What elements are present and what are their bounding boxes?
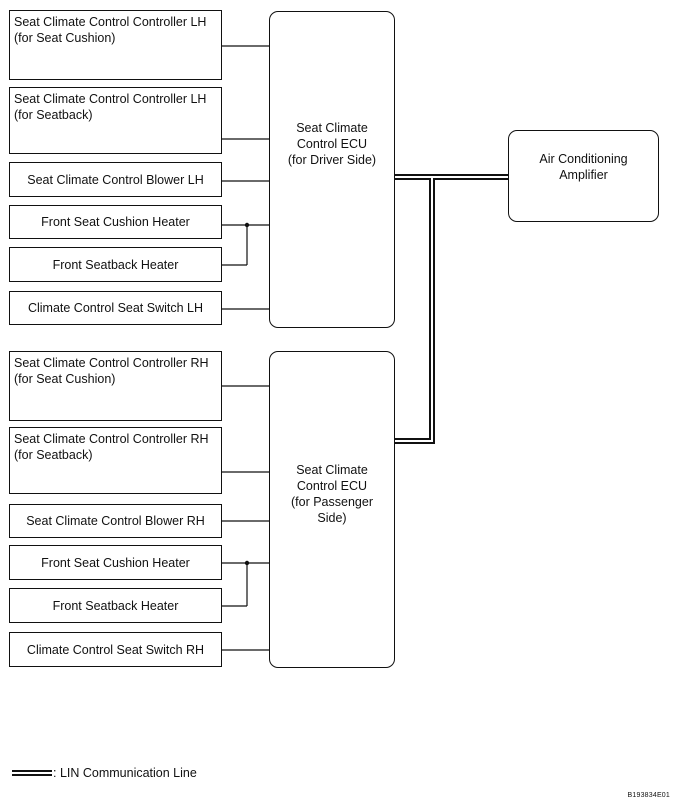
blower-rh-label: Seat Climate Control Blower RH (26, 514, 205, 528)
seat-controller-lh-cushion: Seat Climate Control Controller LH (for … (9, 10, 222, 80)
blower-lh-label: Seat Climate Control Blower LH (27, 172, 204, 187)
lin-bus (395, 174, 509, 444)
seat-switch-rh-label: Climate Control Seat Switch RH (26, 642, 205, 657)
seat-controller-lh-seatback-label: Seat Climate Control Controller LH (for … (14, 92, 207, 122)
cushion-heater-passenger: Front Seat Cushion Heater (9, 545, 222, 580)
seatback-heater-passenger-label: Front Seatback Heater (52, 598, 179, 613)
ecu-passenger-side: Seat Climate Control ECU (for Passenger … (269, 351, 395, 668)
junction-dot-driver (244, 222, 250, 228)
seatback-heater-driver-label: Front Seatback Heater (52, 257, 179, 272)
seat-switch-rh: Climate Control Seat Switch RH (9, 632, 222, 667)
cushion-heater-driver-label: Front Seat Cushion Heater (41, 215, 190, 229)
blower-rh: Seat Climate Control Blower RH (9, 504, 222, 538)
seat-switch-lh: Climate Control Seat Switch LH (9, 291, 222, 325)
cushion-heater-driver: Front Seat Cushion Heater (9, 205, 222, 239)
ecu-driver-side: Seat Climate Control ECU (for Driver Sid… (269, 11, 395, 328)
seat-controller-lh-cushion-label: Seat Climate Control Controller LH (for … (14, 15, 207, 45)
seat-controller-rh-seatback: Seat Climate Control Controller RH (for … (9, 427, 222, 494)
ecu-passenger-side-label: Seat Climate Control ECU (for Passenger … (291, 463, 373, 525)
ecu-driver-side-label: Seat Climate Control ECU (for Driver Sid… (287, 121, 377, 167)
legend-label: : LIN Communication Line (53, 766, 197, 780)
cushion-heater-passenger-label: Front Seat Cushion Heater (41, 555, 190, 570)
seat-controller-rh-cushion-label: Seat Climate Control Controller RH (for … (14, 356, 209, 386)
seat-controller-rh-seatback-label: Seat Climate Control Controller RH (for … (14, 432, 209, 462)
junction-dot-passenger (244, 560, 250, 566)
air-conditioning-amplifier-label: Air Conditioning Amplifier (539, 152, 628, 182)
seatback-heater-passenger: Front Seatback Heater (9, 588, 222, 623)
seat-controller-rh-cushion: Seat Climate Control Controller RH (for … (9, 351, 222, 421)
seat-switch-lh-label: Climate Control Seat Switch LH (27, 301, 204, 315)
seat-controller-lh-seatback: Seat Climate Control Controller LH (for … (9, 87, 222, 154)
figure-code: B193834E01 (627, 792, 670, 799)
blower-lh: Seat Climate Control Blower LH (9, 162, 222, 197)
seatback-heater-driver: Front Seatback Heater (9, 247, 222, 282)
air-conditioning-amplifier: Air Conditioning Amplifier (508, 130, 659, 222)
